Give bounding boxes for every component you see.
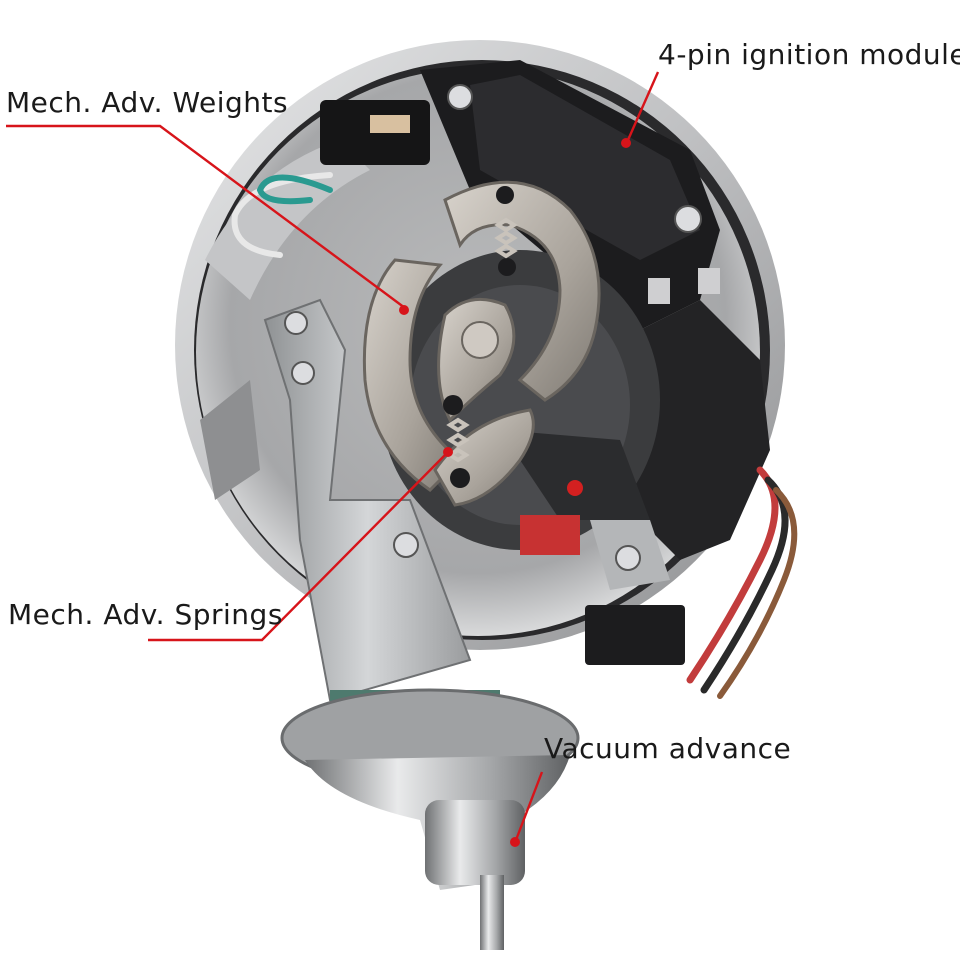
callout-adv-weights: Mech. Adv. Weights (6, 86, 289, 119)
callout-line-weights (6, 124, 406, 309)
advance-weights (362, 180, 601, 507)
advance-springs (446, 217, 518, 463)
callout-ignition-module: 4-pin ignition module (658, 38, 960, 71)
callout-dot-weights (399, 305, 409, 315)
callout-line-springs (148, 451, 449, 642)
callout-dots (399, 138, 631, 847)
callout-dot-springs (443, 447, 453, 457)
wiring-harness (585, 466, 798, 699)
callout-lines (6, 71, 660, 841)
callout-line-vacuum (514, 771, 544, 841)
vacuum-advance-canister (280, 688, 580, 950)
callout-line-module (626, 71, 660, 141)
callout-dot-module (621, 138, 631, 148)
callout-adv-springs: Mech. Adv. Springs (8, 598, 283, 631)
callout-vacuum-advance: Vacuum advance (544, 732, 792, 765)
lead-wires (231, 172, 333, 258)
callout-dot-vacuum (510, 837, 520, 847)
